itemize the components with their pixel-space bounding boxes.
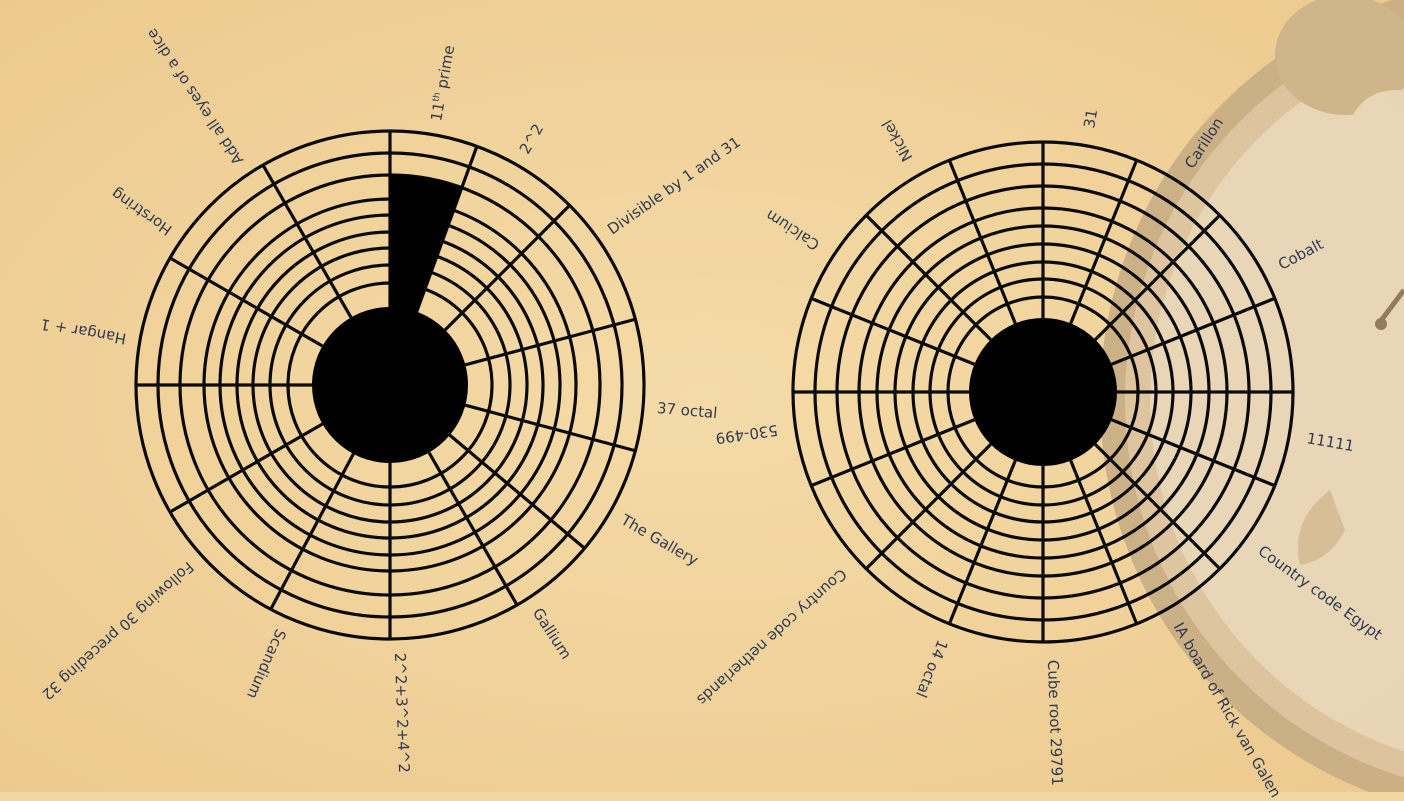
- label-sum-of-squares: 2^2+3^2+4^2: [391, 653, 412, 774]
- label-31: 31: [1081, 108, 1101, 130]
- label-cube-root-29791: Cube root 29791: [1044, 660, 1065, 787]
- right_wheel-wheel: [793, 142, 1293, 642]
- left_wheel-hub: [312, 307, 468, 463]
- right_wheel-hub: [969, 318, 1117, 466]
